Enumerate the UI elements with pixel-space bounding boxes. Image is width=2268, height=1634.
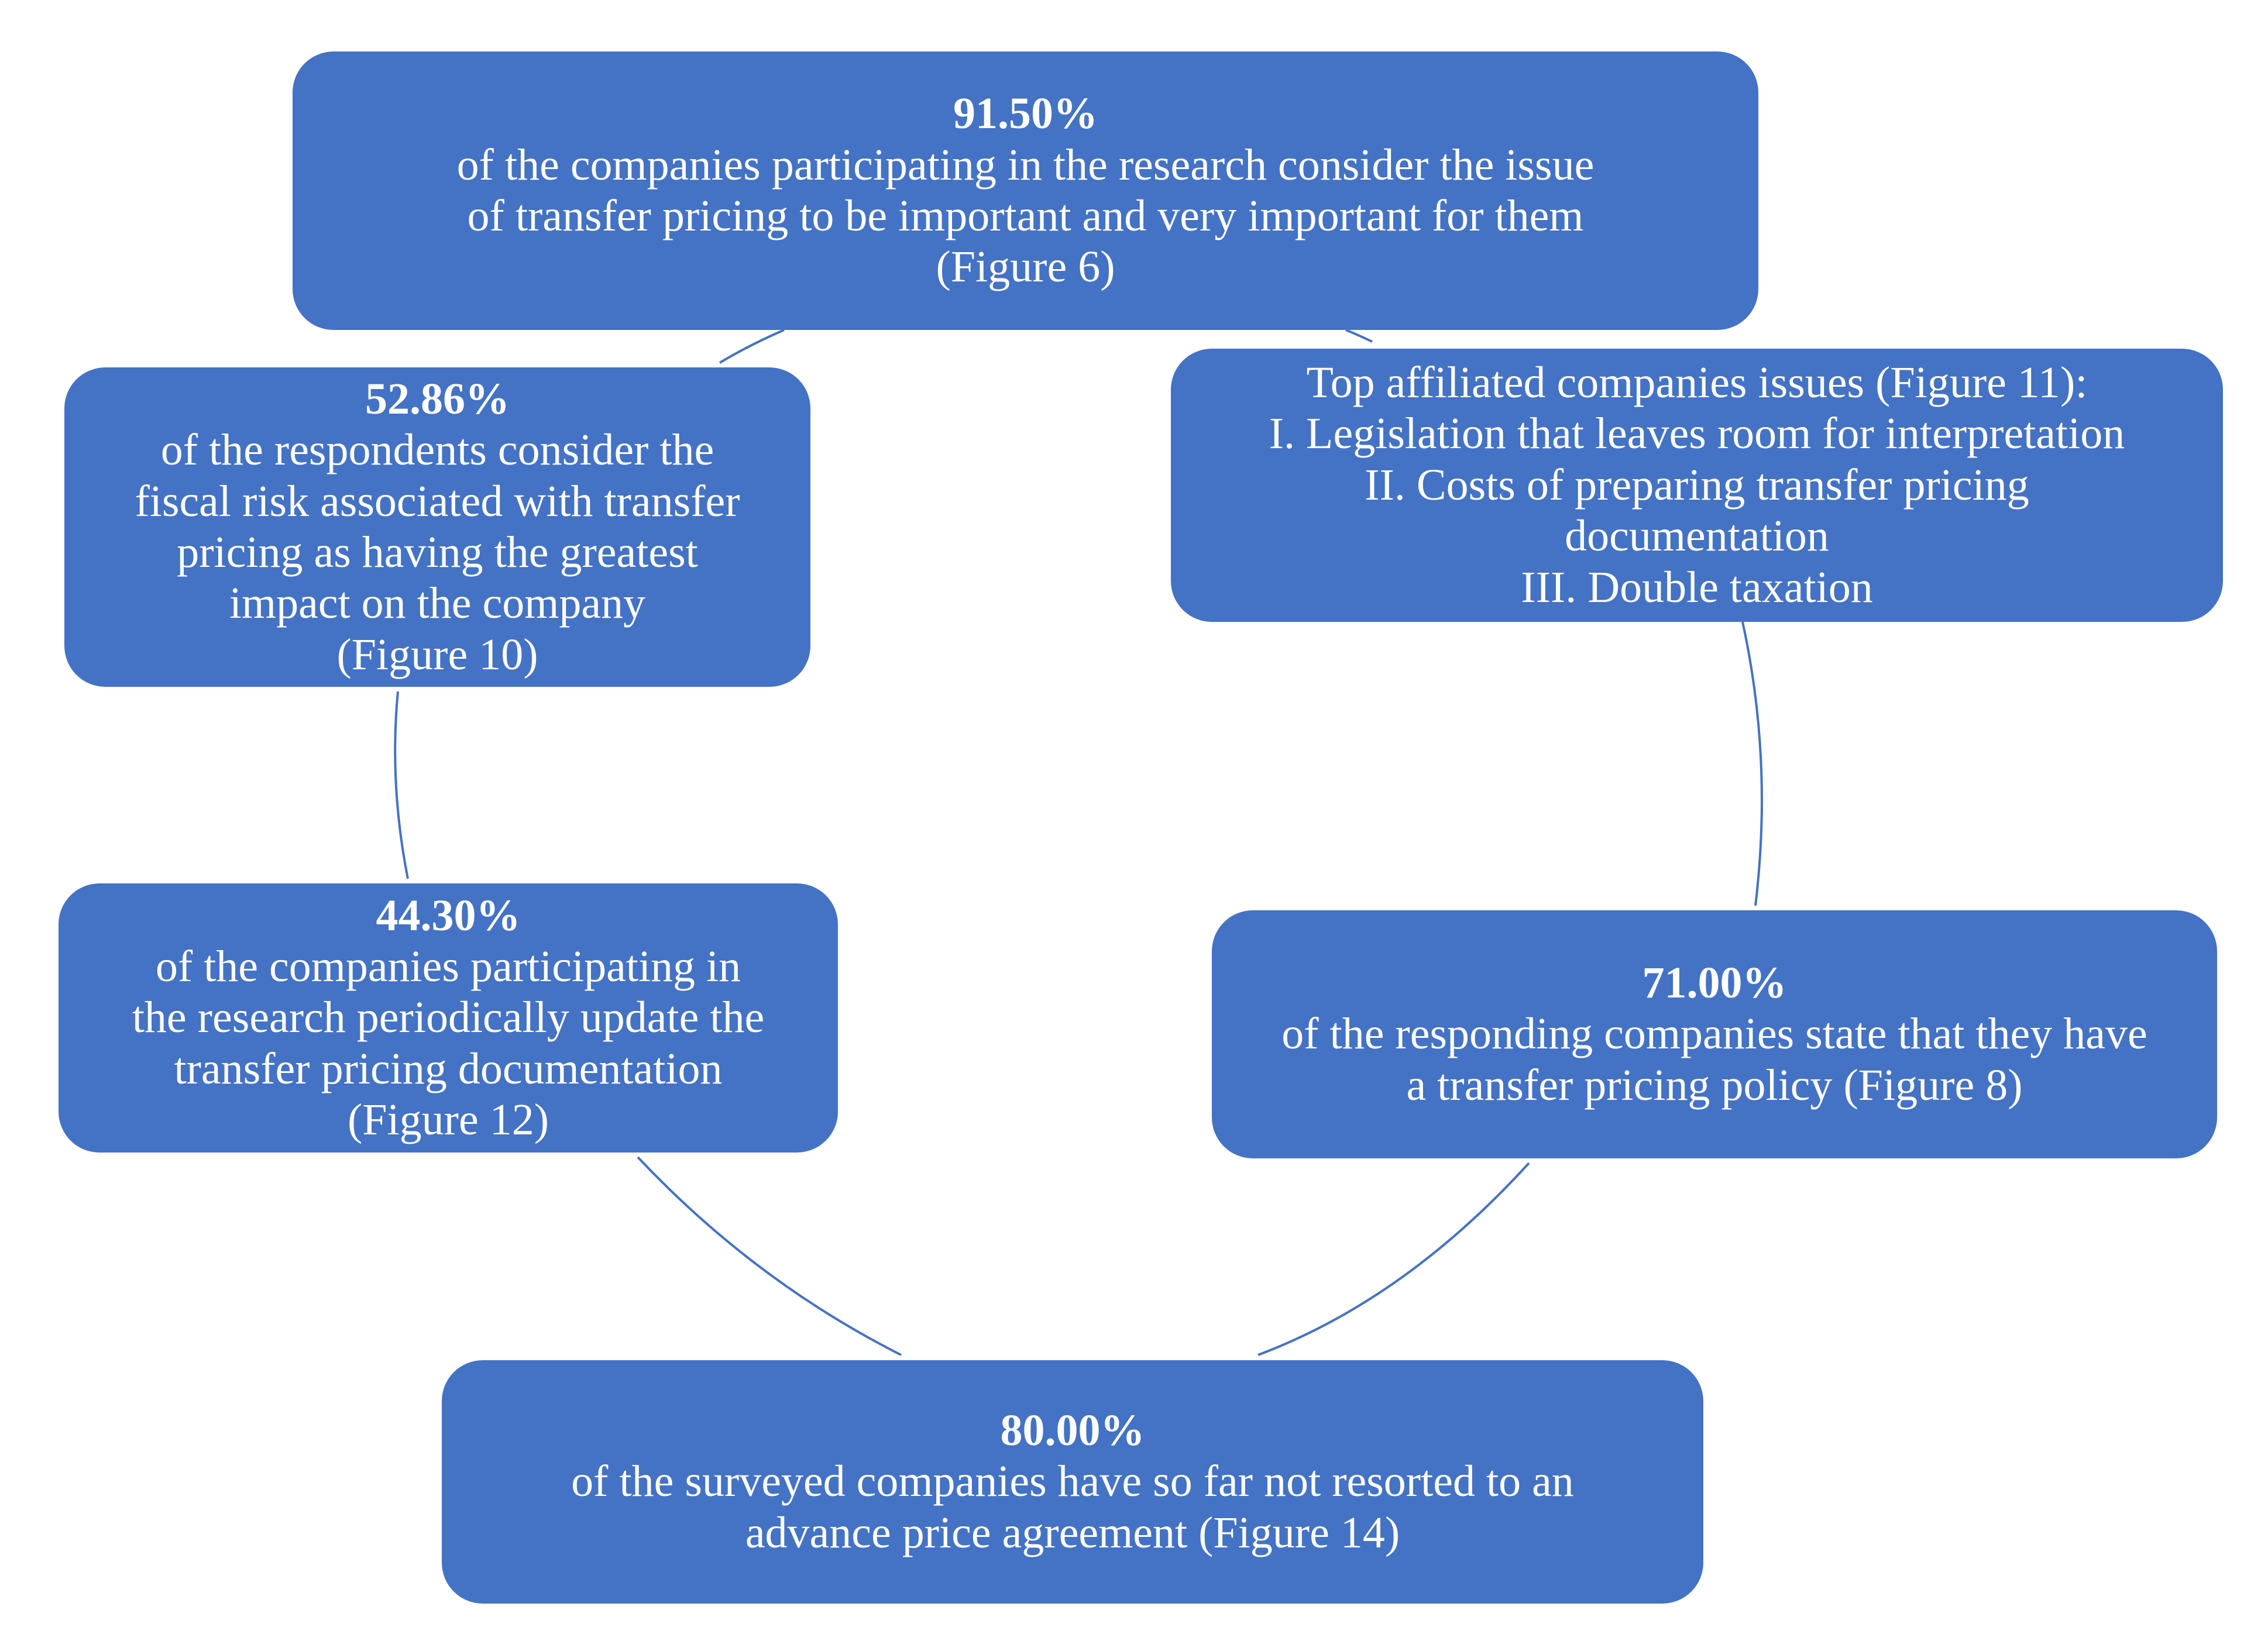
connector-top-to-top-right	[1345, 329, 1373, 343]
stat-value: 44.30%	[376, 890, 521, 940]
node-documentation-update: 44.30% of the companies participating in…	[59, 883, 838, 1153]
connector-top-left-to-top	[719, 329, 785, 364]
stat-value: 80.00%	[1000, 1405, 1145, 1455]
node-description: of the respondents consider the fiscal r…	[135, 425, 740, 679]
node-fiscal-risk: 52.86% of the respondents consider the f…	[64, 367, 810, 687]
node-heading: Top affiliated companies issues (Figure …	[1306, 358, 2088, 408]
stat-value: 52.86%	[365, 374, 510, 424]
connector-middle-left-to-top-left	[394, 691, 409, 879]
node-description: of the surveyed companies have so far no…	[571, 1457, 1574, 1557]
node-description: of the responding companies state that t…	[1281, 1009, 2147, 1110]
stat-value: 91.50%	[953, 89, 1098, 139]
node-transfer-pricing-policy: 71.00% of the responding companies state…	[1212, 910, 2217, 1158]
stat-value: 71.00%	[1642, 958, 1787, 1007]
node-description: of the companies participating in the re…	[456, 140, 1595, 292]
node-advance-price-agreement: 80.00% of the surveyed companies have so…	[442, 1360, 1703, 1604]
node-description: of the companies participating in the re…	[132, 941, 765, 1145]
connector-top-right-to-middle-right	[1741, 621, 1763, 906]
connector-bottom-to-middle-left	[637, 1156, 902, 1356]
node-top-affiliated-issues: Top affiliated companies issues (Figure …	[1171, 349, 2223, 622]
node-transfer-pricing-importance: 91.50% of the companies participating in…	[293, 51, 1758, 330]
issues-list: I. Legislation that leaves room for inte…	[1269, 409, 2125, 612]
connector-middle-right-to-bottom	[1257, 1162, 1530, 1356]
